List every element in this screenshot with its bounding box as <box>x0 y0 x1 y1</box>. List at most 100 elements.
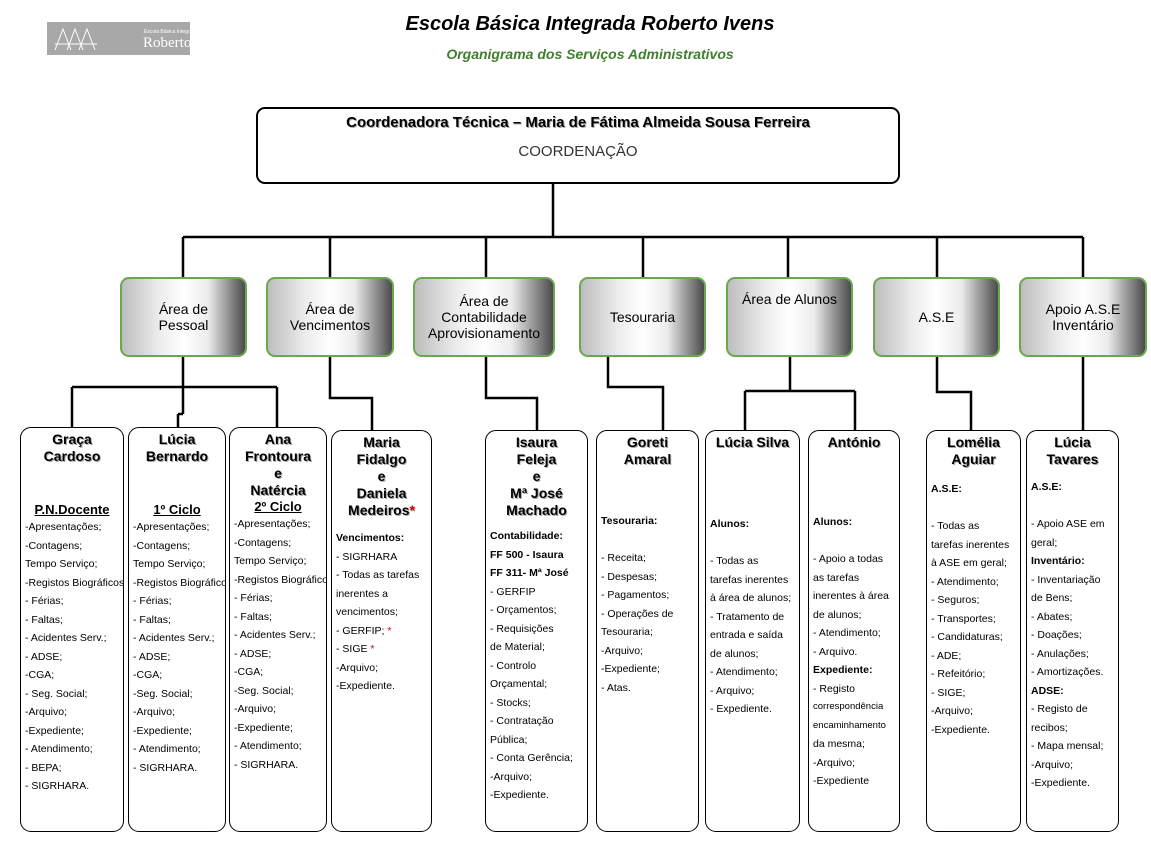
task-item: - Abates; <box>1031 610 1073 623</box>
task-item: FF 311- Mª José <box>490 567 569 579</box>
task-item: - SIGRHARA <box>336 550 398 563</box>
asterisk-mark: * <box>384 624 392 637</box>
task-item: - Atas. <box>601 681 631 694</box>
task-item: - Stocks; <box>490 696 531 709</box>
page-subtitle: Organigrama dos Serviços Administrativos <box>446 46 734 62</box>
task-item: Alunos: <box>710 518 750 530</box>
task-item: - Acidentes Serv.; <box>133 632 215 644</box>
task-item: - Arquivo. <box>813 645 858 658</box>
school-emblem-icon <box>54 27 97 51</box>
task-item: -Registos Biográficos; <box>234 573 327 586</box>
task-item: de alunos; <box>710 647 759 660</box>
area-vencimentos: Área de Vencimentos <box>266 277 394 357</box>
task-item: - Registo de <box>1031 703 1088 715</box>
task-item: -Arquivo; <box>1031 758 1074 771</box>
task-item: - ADSE; <box>25 650 63 663</box>
task-item: Expediente: <box>813 664 873 676</box>
task-item: de alunos; <box>813 608 862 621</box>
task-item: - Conta Gerência; <box>490 752 573 764</box>
area-ase: A.S.E <box>873 277 1000 357</box>
task-list: -Apresentações;-Contagens;Tempo Serviço;… <box>21 518 123 796</box>
task-item: -Arquivo; <box>490 770 533 783</box>
task-item: ADSE: <box>1031 684 1064 697</box>
area-label: Tesouraria <box>609 309 676 325</box>
staff-card-isaura-feleja: Isaura Feleja e Mª José Machado Contabil… <box>485 430 588 832</box>
staff-name: Isaura Feleja e Mª José Machado <box>506 434 567 518</box>
task-item: - Seg. Social; <box>25 687 88 700</box>
area-pessoal: Área de Pessoal <box>120 277 247 357</box>
task-item: de Material; <box>490 641 545 653</box>
task-item: - Expediente. <box>710 703 772 715</box>
task-item: Tesouraria: <box>601 515 658 527</box>
task-item: - Transportes; <box>931 612 996 625</box>
task-item: - GERFIP <box>490 585 536 598</box>
task-item: -Contagens; <box>133 539 191 552</box>
task-item: - Faltas; <box>133 613 171 626</box>
task-item <box>931 499 1018 518</box>
task-item: de Bens; <box>1031 592 1073 604</box>
staff-name: António <box>827 434 881 450</box>
logo-caption: Escola Básica Integrada <box>144 29 198 35</box>
task-item: - BEPA; <box>25 761 62 774</box>
staff-name: Lúcia Tavares <box>1046 434 1099 467</box>
task-item: -Expediente. <box>336 680 395 692</box>
task-item: - Férias; <box>133 595 172 607</box>
task-item: -Arquivo; <box>133 706 176 718</box>
task-item: -Contagens; <box>234 536 292 549</box>
task-item: -Expediente; <box>601 663 660 675</box>
task-item: A.S.E: <box>931 483 962 495</box>
coordinator-name: Coordenadora Técnica – Maria de Fátima A… <box>346 114 810 131</box>
area-label: A.S.E <box>918 309 955 325</box>
area-alunos: Área de Alunos <box>726 277 853 357</box>
task-item: vencimentos; <box>336 606 398 618</box>
task-item: -Apresentações; <box>25 521 102 533</box>
task-item: - Atendimento; <box>133 743 201 755</box>
task-item: -Expediente <box>813 775 870 787</box>
staff-card-graca-cardoso: Graça Cardoso P.N.Docente -Apresentações… <box>20 427 124 832</box>
task-item: - Amortizações. <box>1031 666 1104 678</box>
task-item <box>813 532 897 551</box>
staff-section: P.N.Docente <box>34 502 110 517</box>
task-item: - Atendimento; <box>931 575 999 588</box>
task-item: -Apresentações; <box>133 521 210 533</box>
task-list: -Apresentações;-Contagens;Tempo Serviço;… <box>230 515 326 774</box>
staff-section: 1º Ciclo <box>153 502 201 517</box>
staff-card-goreti-amaral: Goreti Amaral Tesouraria: - Receita;- De… <box>596 430 699 832</box>
task-item: da mesma; <box>813 738 865 750</box>
staff-name-text: Maria Fidalgo e Daniela Medeiros <box>348 434 410 518</box>
task-item: -Arquivo; <box>234 703 277 715</box>
task-item: - Requisições <box>490 622 554 635</box>
staff-name: Graça Cardoso <box>43 431 101 464</box>
school-logo: Escola Básica Integrada Roberto Ivens <box>47 22 228 55</box>
area-contabilidade: Área de Contabilidade Aprovisionamento <box>413 277 555 357</box>
task-item: inerentes à área <box>813 590 889 602</box>
task-item: - Todas as <box>710 555 759 567</box>
task-item: entrada e saída <box>710 629 783 641</box>
task-item: - SIGRHARA. <box>133 761 198 774</box>
task-item: à área de alunos; <box>710 592 792 604</box>
task-list: Vencimentos: - SIGRHARA- Todas as tarefa… <box>332 529 431 696</box>
task-item: -CGA; <box>25 669 55 681</box>
task-item <box>710 534 797 553</box>
task-item: Tempo Serviço; <box>234 555 307 567</box>
coordination-box: Coordenadora Técnica – Maria de Fátima A… <box>256 107 900 184</box>
task-item: - ADSE; <box>133 650 171 663</box>
task-item: -Expediente. <box>490 789 549 801</box>
task-item: - Receita; <box>601 552 646 564</box>
task-list: -Apresentações;-Contagens;Tempo Serviço;… <box>129 518 225 777</box>
task-item: FF 500 - Isaura <box>490 548 564 561</box>
task-item: -Arquivo; <box>931 705 974 717</box>
task-item: - Acidentes Serv.; <box>25 632 107 644</box>
task-item: -CGA; <box>133 669 163 681</box>
task-item: - Candidaturas; <box>931 631 1003 643</box>
task-item: - Apoio a todas <box>813 553 884 565</box>
task-item: - Doações; <box>1031 629 1082 641</box>
task-item: -Seg. Social; <box>234 684 294 697</box>
area-tesouraria: Tesouraria <box>579 277 706 357</box>
task-item: - Atendimento; <box>813 627 881 639</box>
